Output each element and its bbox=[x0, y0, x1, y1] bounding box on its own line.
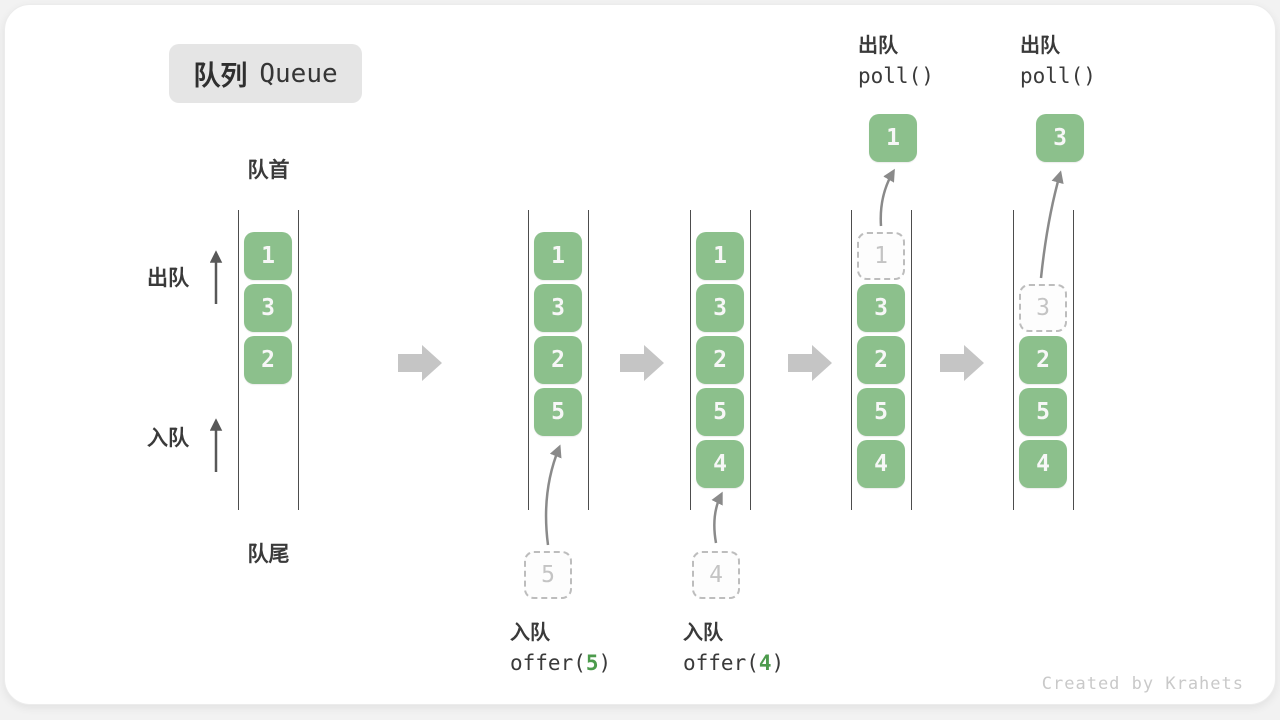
operation-label-poll2: 出队 poll() bbox=[1020, 31, 1096, 93]
queue-item-box: 2 bbox=[244, 336, 292, 384]
queue-column-1 bbox=[238, 210, 299, 510]
diagram-card bbox=[4, 4, 1276, 705]
queue-item-box: 2 bbox=[534, 336, 582, 384]
operation-label-offer4: 入队 offer(4) bbox=[683, 618, 784, 680]
queue-item-box: 2 bbox=[1019, 336, 1067, 384]
ghost-item-box: 5 bbox=[524, 551, 572, 599]
queue-column-2 bbox=[528, 210, 589, 510]
offer5-zh-label: 入队 bbox=[510, 620, 550, 644]
queue-item-box: 4 bbox=[857, 440, 905, 488]
poll2-zh-label: 出队 bbox=[1020, 33, 1060, 57]
offer4-arg: 4 bbox=[758, 651, 772, 675]
offer4-zh-label: 入队 bbox=[683, 620, 723, 644]
offer4-code-label: offer(4) bbox=[683, 651, 785, 675]
poll1-code-label: poll() bbox=[858, 64, 934, 88]
operation-label-offer5: 入队 offer(5) bbox=[510, 618, 611, 680]
queue-item-box: 5 bbox=[696, 388, 744, 436]
title-badge: 队列 Queue bbox=[169, 44, 362, 103]
queue-column-5 bbox=[1013, 210, 1074, 510]
popped-item-box: 3 bbox=[1036, 114, 1084, 162]
queue-front-label: 队首 bbox=[247, 158, 290, 182]
queue-rear-label: 队尾 bbox=[247, 542, 290, 566]
queue-item-box: 1 bbox=[244, 232, 292, 280]
queue-column-3 bbox=[690, 210, 751, 510]
title-zh: 队列 bbox=[193, 61, 248, 92]
queue-item-box: 1 bbox=[534, 232, 582, 280]
enqueue-side-label: 入队 bbox=[147, 426, 189, 450]
title-en: Queue bbox=[259, 58, 338, 89]
queue-item-box: 4 bbox=[696, 440, 744, 488]
poll1-zh-label: 出队 bbox=[858, 33, 898, 57]
queue-item-box: 3 bbox=[857, 284, 905, 332]
watermark-credit: Created by Krahets bbox=[1041, 674, 1244, 694]
queue-item-box: 2 bbox=[696, 336, 744, 384]
offer5-arg: 5 bbox=[585, 651, 599, 675]
queue-item-box: 2 bbox=[857, 336, 905, 384]
popped-item-box: 1 bbox=[869, 114, 917, 162]
dequeue-side-label: 出队 bbox=[147, 266, 189, 290]
queue-item-box: 5 bbox=[534, 388, 582, 436]
queue-item-box: 1 bbox=[696, 232, 744, 280]
queue-item-box: 5 bbox=[1019, 388, 1067, 436]
ghost-item-box: 1 bbox=[857, 232, 905, 280]
queue-item-box: 4 bbox=[1019, 440, 1067, 488]
operation-label-poll1: 出队 poll() bbox=[858, 31, 934, 93]
ghost-item-box: 3 bbox=[1019, 284, 1067, 332]
queue-item-box: 3 bbox=[244, 284, 292, 332]
ghost-item-box: 4 bbox=[692, 551, 740, 599]
queue-item-box: 3 bbox=[534, 284, 582, 332]
queue-item-box: 5 bbox=[857, 388, 905, 436]
queue-item-box: 3 bbox=[696, 284, 744, 332]
queue-column-4 bbox=[851, 210, 912, 510]
poll2-code-label: poll() bbox=[1020, 64, 1096, 88]
offer5-code-label: offer(5) bbox=[510, 651, 612, 675]
